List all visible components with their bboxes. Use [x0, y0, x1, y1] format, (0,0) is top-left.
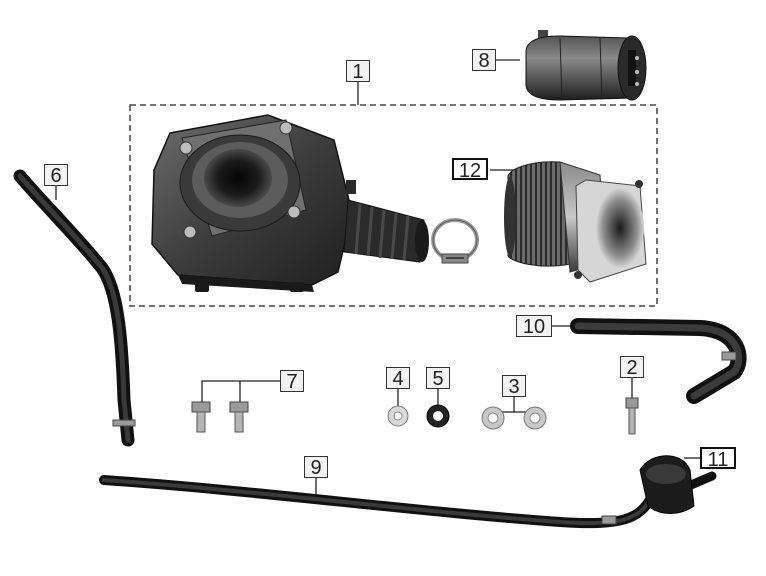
- callout-4: 4: [386, 367, 410, 390]
- screw: [625, 397, 639, 435]
- callout-5: 5: [426, 367, 450, 390]
- callout-6: 6: [44, 164, 68, 187]
- breather-hose-curved: [13, 169, 136, 447]
- drain-cap: [639, 455, 695, 514]
- bolts: [191, 401, 249, 433]
- drain-hose: [99, 471, 717, 529]
- leader-lines: [55, 59, 700, 498]
- grommet: [426, 404, 450, 428]
- callout-3: 3: [502, 375, 526, 398]
- canister: [525, 30, 647, 101]
- callout-7: 7: [280, 370, 304, 393]
- callout-2: 2: [620, 356, 644, 379]
- callout-11: 11: [700, 447, 736, 471]
- callout-1: 1: [346, 60, 370, 83]
- hose-clamp: [431, 218, 479, 264]
- callout-9: 9: [304, 456, 328, 479]
- washer: [387, 405, 409, 427]
- filter-element: [504, 161, 647, 283]
- assembly-box: [129, 104, 658, 307]
- callout-10: 10: [516, 315, 552, 338]
- air-filter-housing: [151, 114, 356, 292]
- callout-12: 12: [452, 158, 488, 182]
- intake-boot: [343, 199, 429, 263]
- callout-8: 8: [472, 49, 496, 72]
- spacers: [481, 406, 547, 430]
- breather-tube-short: [570, 318, 747, 404]
